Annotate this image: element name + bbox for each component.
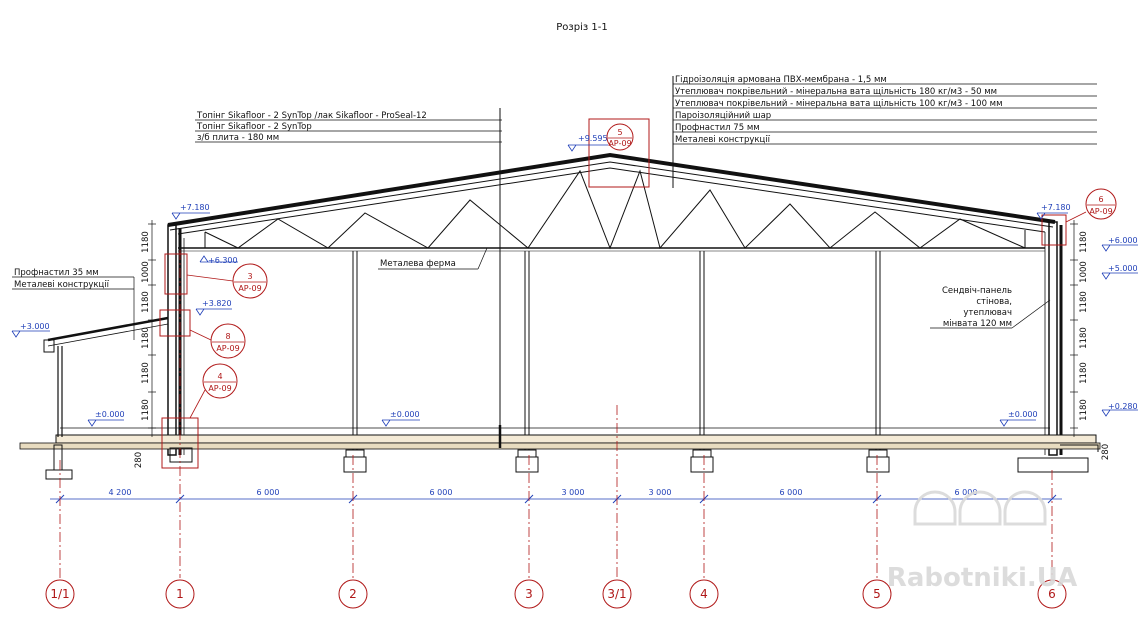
helmet-icon — [1003, 490, 1047, 526]
truss-label: Металева ферма — [380, 259, 456, 269]
floor-layer-2: Топінг Sikafloor - 2 SynTop — [196, 122, 312, 132]
callout-4-ref: АР-09 — [208, 384, 231, 393]
roof-layer-2: Утеплювач покрівельний - мінеральна вата… — [675, 87, 997, 97]
level-eave-left: +7.180 — [180, 203, 210, 212]
floor-layer-1: Топінг Sikafloor - 2 SynTop /лак Sikaflo… — [196, 111, 427, 121]
wall-dimensions: 1180 1000 1180 1180 1180 1180 280 1180 1… — [134, 220, 1111, 468]
canopy-layer-1: Профнастил 35 мм — [14, 268, 99, 278]
axis-6: 6 — [1048, 587, 1056, 601]
callout-6-ref: АР-09 — [1089, 207, 1112, 216]
wall-dim-r1: 1180 — [1079, 231, 1089, 253]
span-2: 6 000 — [257, 488, 280, 497]
wall-note-3: утеплювач — [963, 308, 1012, 318]
roof-layers-note: Гідроізоляція армована ПВХ-мембрана - 1,… — [672, 75, 1097, 188]
wall-dim-3: 1180 — [141, 291, 151, 313]
wall-dim-r4: 1180 — [1079, 327, 1089, 349]
roof-layer-3: Утеплювач покрівельний - мінеральна вата… — [675, 99, 1003, 109]
grid-axes: 1/1 1 2 3 3/1 4 5 6 — [45, 250, 1067, 609]
callout-5: 5 АР-09 — [606, 123, 634, 151]
helmet-icon — [958, 490, 1002, 526]
callout-3: 3 АР-09 — [186, 263, 268, 299]
callout-8: 8 АР-09 — [189, 323, 246, 359]
roof-layer-1: Гідроізоляція армована ПВХ-мембрана - 1,… — [675, 75, 887, 85]
roof-layer-5: Профнастил 75 мм — [675, 123, 760, 133]
wall-dim-r3: 1180 — [1079, 291, 1089, 313]
wall-dim-2: 1000 — [141, 261, 151, 283]
wall-note-2: стінова, — [976, 297, 1012, 307]
truss-web — [204, 169, 1026, 250]
span-5: 3 000 — [649, 488, 672, 497]
canopy-layers-note: Профнастил 35 мм Металеві конструкції — [12, 268, 135, 340]
axis-2: 2 — [349, 587, 357, 601]
level-ridge: +9.595 — [578, 134, 608, 143]
callouts: 5 АР-09 6 АР-09 3 АР-09 8 АР-09 — [186, 123, 1117, 419]
watermark: Rabotniki.UA — [887, 490, 1077, 593]
span-4: 3 000 — [562, 488, 585, 497]
level-zero-mid: ±0.000 — [390, 410, 420, 419]
roof-layer-4: Пароізоляційний шар — [675, 111, 771, 121]
wall-note-4: мінвата 120 мм — [943, 319, 1012, 329]
wall-dim-r5: 1180 — [1079, 362, 1089, 384]
callout-4: 4 АР-09 — [189, 363, 238, 419]
axis-1: 1 — [176, 587, 184, 601]
axis-1-1: 1/1 — [50, 587, 69, 601]
level-zero-left: ±0.000 — [95, 410, 125, 419]
wall-dim-5: 1180 — [141, 362, 151, 384]
truss-label-group: Металева ферма — [378, 247, 488, 270]
level-5000: +5.000 — [1108, 264, 1138, 273]
callout-3-num: 3 — [247, 272, 252, 281]
callout-6: 6 АР-09 — [1065, 188, 1117, 223]
level-6000: +6.000 — [1108, 236, 1138, 245]
level-3820: +3.820 — [202, 299, 232, 308]
level-zero-right: ±0.000 — [1008, 410, 1038, 419]
base-dim-right: 280 — [1101, 444, 1111, 460]
base-dim-left: 280 — [134, 452, 144, 468]
wall-dim-1: 1180 — [141, 231, 151, 253]
floor-slab — [55, 434, 1097, 444]
wall-note: Сендвіч-панель стінова, утеплювач мінват… — [930, 286, 1051, 329]
callout-5-ref: АР-09 — [608, 139, 631, 148]
drawing-title: Розріз 1-1 — [556, 21, 607, 33]
axis-3-1: 3/1 — [607, 587, 626, 601]
callout-6-num: 6 — [1098, 195, 1103, 204]
axis-3: 3 — [525, 587, 533, 601]
axis-4: 4 — [700, 587, 708, 601]
level-0280: +0.280 — [1108, 402, 1138, 411]
watermark-text: Rabotniki.UA — [887, 563, 1077, 593]
structure — [19, 221, 1101, 480]
callout-3-ref: АР-09 — [238, 284, 261, 293]
callout-4-num: 4 — [217, 372, 222, 381]
wall-dim-r2: 1000 — [1079, 261, 1089, 283]
callout-5-num: 5 — [617, 128, 622, 137]
canopy-layer-2: Металеві конструкції — [14, 280, 110, 290]
wall-dim-r6: 1180 — [1079, 399, 1089, 421]
floor-layers-note: Топінг Sikafloor - 2 SynTop /лак Sikaflo… — [195, 108, 502, 425]
span-3: 6 000 — [430, 488, 453, 497]
wall-note-1: Сендвіч-панель — [942, 286, 1012, 296]
span-7: 6 000 — [955, 488, 978, 497]
helmet-icon — [913, 490, 957, 526]
canopy — [43, 316, 169, 437]
axis-5: 5 — [873, 587, 881, 601]
callout-8-ref: АР-09 — [216, 344, 239, 353]
level-eave-right: +7.180 — [1041, 203, 1071, 212]
level-6300: +6.300 — [208, 256, 238, 265]
span-1: 4 200 — [109, 488, 132, 497]
wall-dim-6: 1180 — [141, 399, 151, 421]
roof — [167, 118, 1056, 252]
wall-dim-4: 1180 — [141, 327, 151, 349]
callout-8-num: 8 — [225, 332, 230, 341]
floor-layer-3: з/б плита - 180 мм — [197, 133, 279, 143]
level-marks: +9.595 +7.180 +7.180 +6.300 +3.820 +3.00… — [11, 134, 1138, 427]
level-canopy: +3.000 — [20, 322, 50, 331]
roof-layer-6: Металеві конструкції — [675, 135, 771, 145]
span-dimensions: 4 200 6 000 6 000 3 000 3 000 6 000 6 00… — [50, 488, 1062, 504]
span-6: 6 000 — [780, 488, 803, 497]
